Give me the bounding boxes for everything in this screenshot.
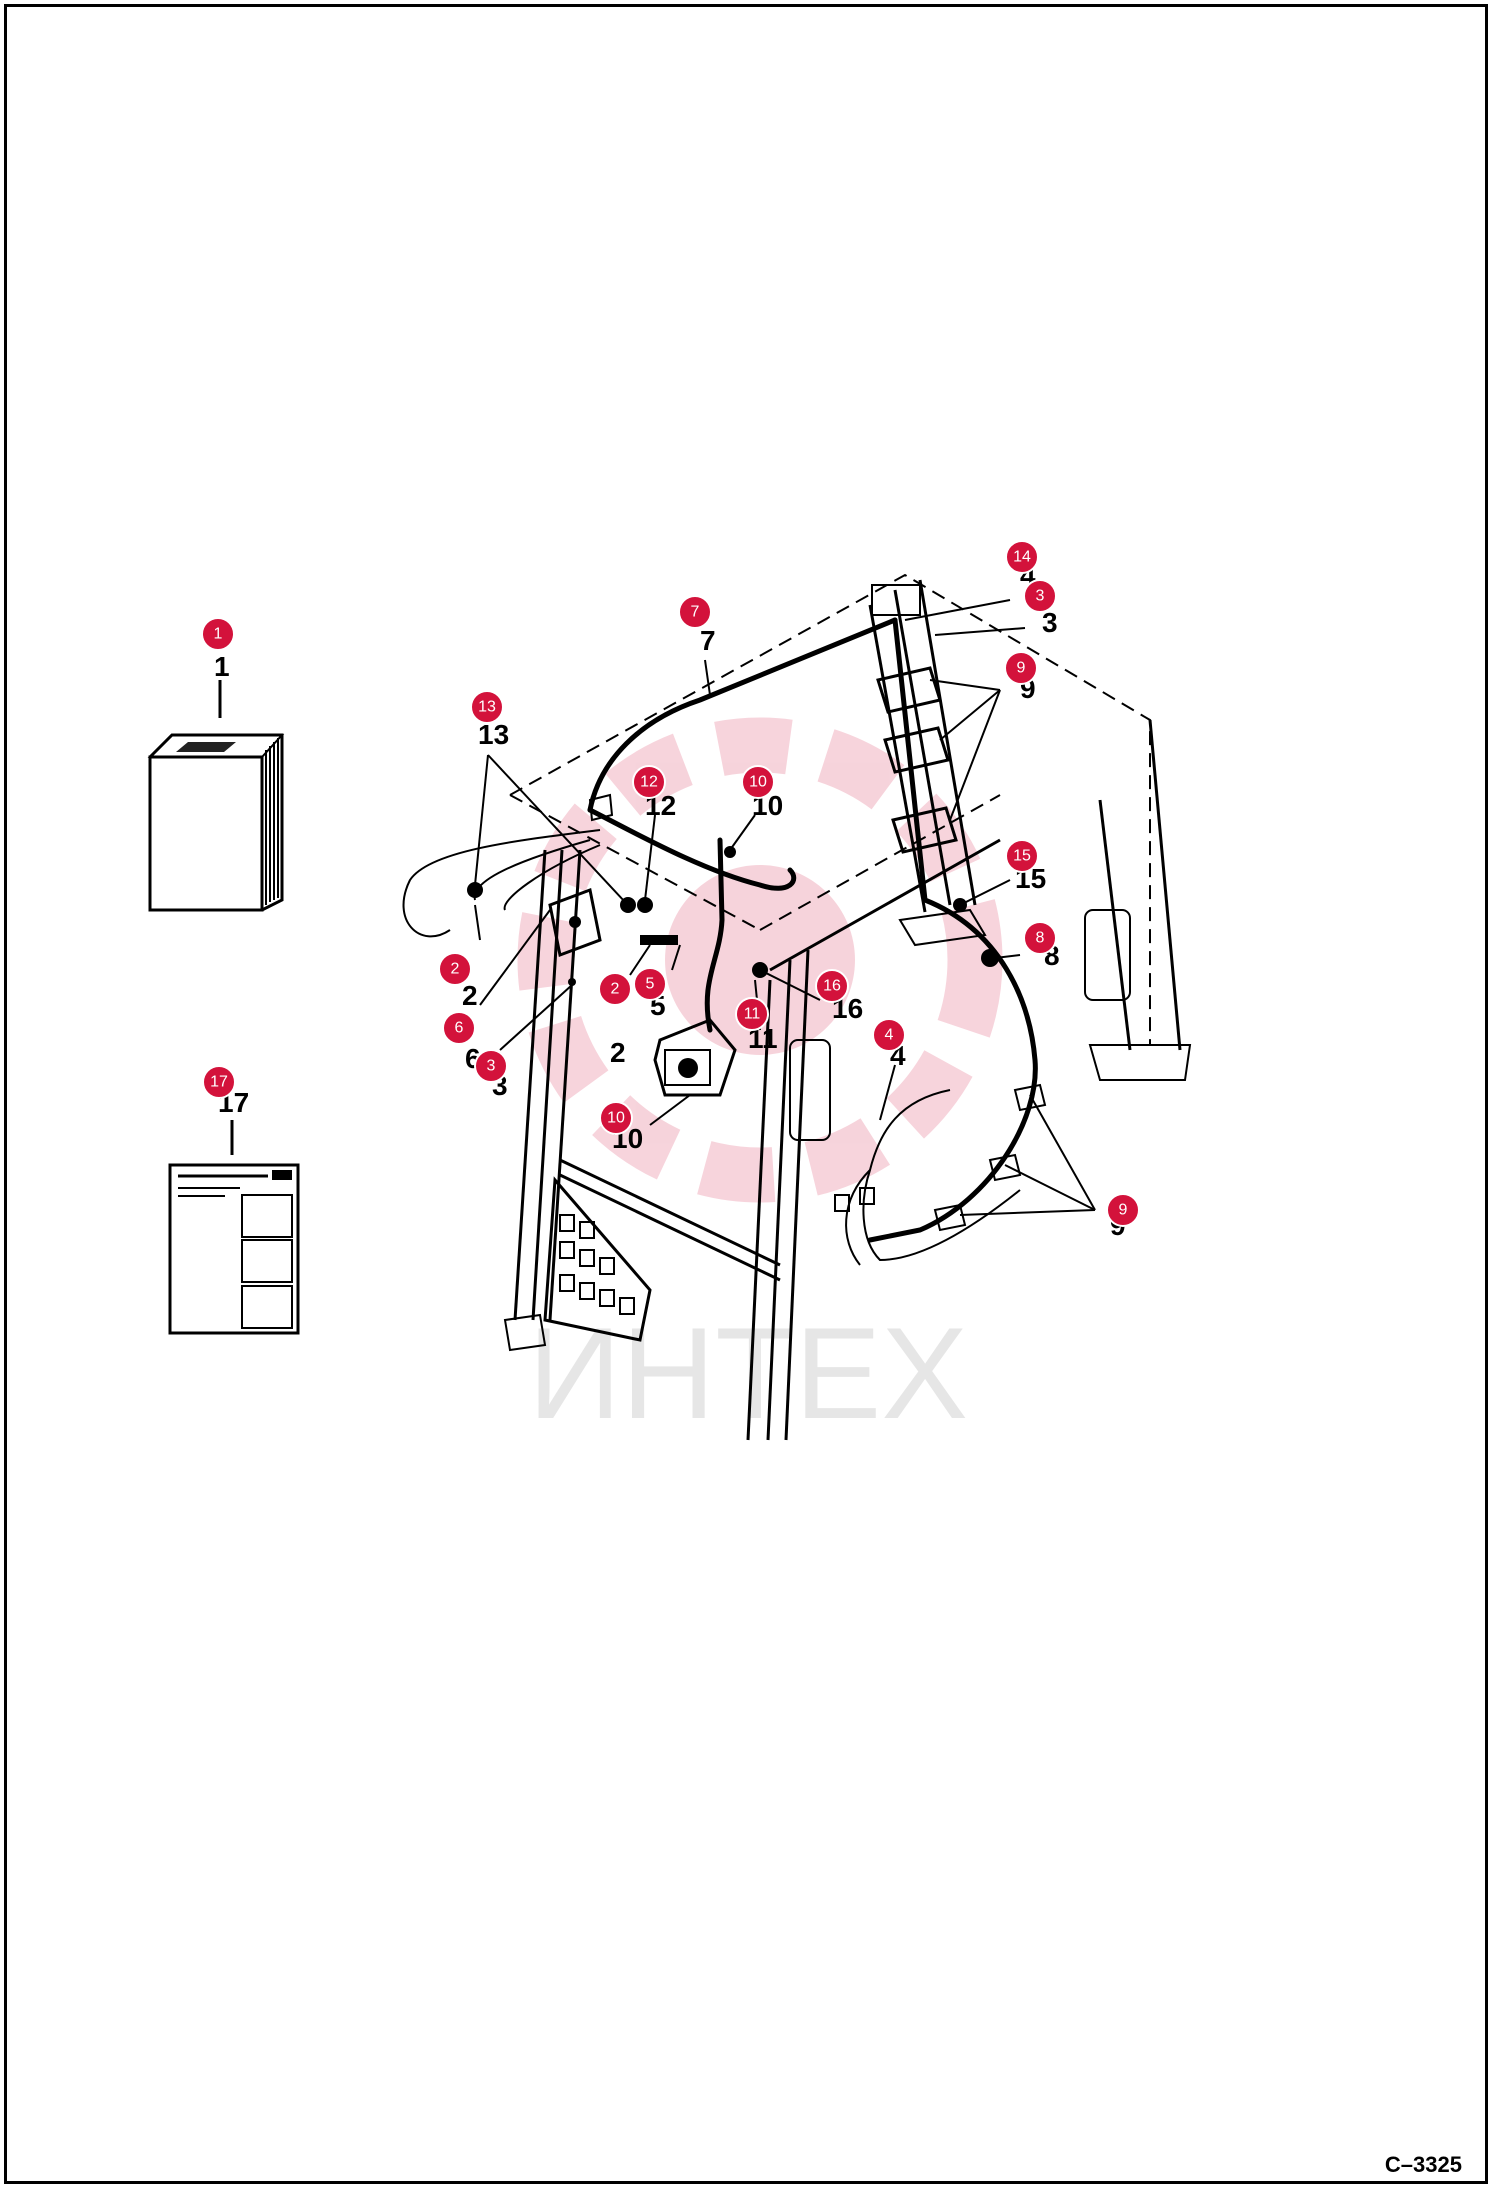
wiring-harness	[402, 617, 1047, 1266]
callout-12[interactable]: 12	[632, 765, 666, 799]
svg-text:12: 12	[640, 774, 658, 791]
svg-text:13: 13	[478, 699, 496, 716]
label-3a: 3	[1042, 607, 1058, 638]
page-frame	[4, 4, 1488, 2184]
svg-text:10: 10	[607, 1110, 625, 1127]
callout-9a[interactable]: 9	[1004, 651, 1038, 685]
label-1: 1	[214, 651, 230, 682]
label-13: 13	[478, 719, 509, 750]
svg-text:7: 7	[691, 604, 700, 621]
callout-10b[interactable]: 10	[599, 1101, 633, 1135]
figure-code: C–3325	[1384, 2152, 1462, 2177]
svg-text:10: 10	[749, 774, 767, 791]
label-7: 7	[700, 625, 716, 656]
callout-8[interactable]: 8	[1023, 921, 1057, 955]
callout-2a[interactable]: 2	[438, 952, 472, 986]
callout-15[interactable]: 15	[1005, 839, 1039, 873]
svg-text:14: 14	[1013, 549, 1031, 566]
svg-text:17: 17	[210, 1074, 228, 1091]
svg-text:9: 9	[1017, 660, 1026, 677]
svg-text:6: 6	[455, 1020, 464, 1037]
svg-text:1: 1	[214, 626, 223, 643]
callout-14[interactable]: 14	[1005, 540, 1039, 574]
callout-3b[interactable]: 3	[474, 1049, 508, 1083]
svg-text:2: 2	[611, 981, 620, 998]
label-2a: 2	[462, 980, 478, 1011]
part-1-battery	[147, 680, 285, 912]
svg-text:5: 5	[646, 976, 655, 993]
cab-frame	[503, 573, 1192, 1441]
callout-6[interactable]: 6	[442, 1011, 476, 1045]
svg-text:3: 3	[1036, 588, 1045, 605]
label-2b: 2	[610, 1037, 626, 1068]
svg-text:8: 8	[1036, 930, 1045, 947]
callout-16[interactable]: 16	[815, 969, 849, 1003]
callout-5[interactable]: 5	[633, 967, 667, 1001]
part-17-decal	[168, 1120, 300, 1335]
svg-text:15: 15	[1013, 848, 1031, 865]
callout-3a[interactable]: 3	[1023, 579, 1057, 613]
svg-text:3: 3	[487, 1058, 496, 1075]
callout-4[interactable]: 4	[872, 1018, 906, 1052]
callout-9b[interactable]: 9	[1106, 1193, 1140, 1227]
svg-text:9: 9	[1119, 1202, 1128, 1219]
svg-text:4: 4	[885, 1027, 894, 1044]
callout-10a[interactable]: 10	[741, 765, 775, 799]
svg-text:11: 11	[744, 1006, 761, 1023]
leader-lines	[474, 599, 1096, 1216]
callout-13[interactable]: 13	[470, 690, 504, 724]
callout-7[interactable]: 7	[678, 595, 712, 629]
callout-17[interactable]: 17	[202, 1065, 236, 1099]
svg-text:2: 2	[451, 961, 460, 978]
callout-1[interactable]: 1	[201, 617, 235, 651]
svg-text:16: 16	[823, 978, 841, 995]
callouts: 1 13 12 10 7 14 3 9 15 8 2 6 3 2 5 16 11…	[201, 540, 1140, 1227]
callout-2b[interactable]: 2	[598, 972, 632, 1006]
callout-11[interactable]: 11	[735, 997, 769, 1031]
